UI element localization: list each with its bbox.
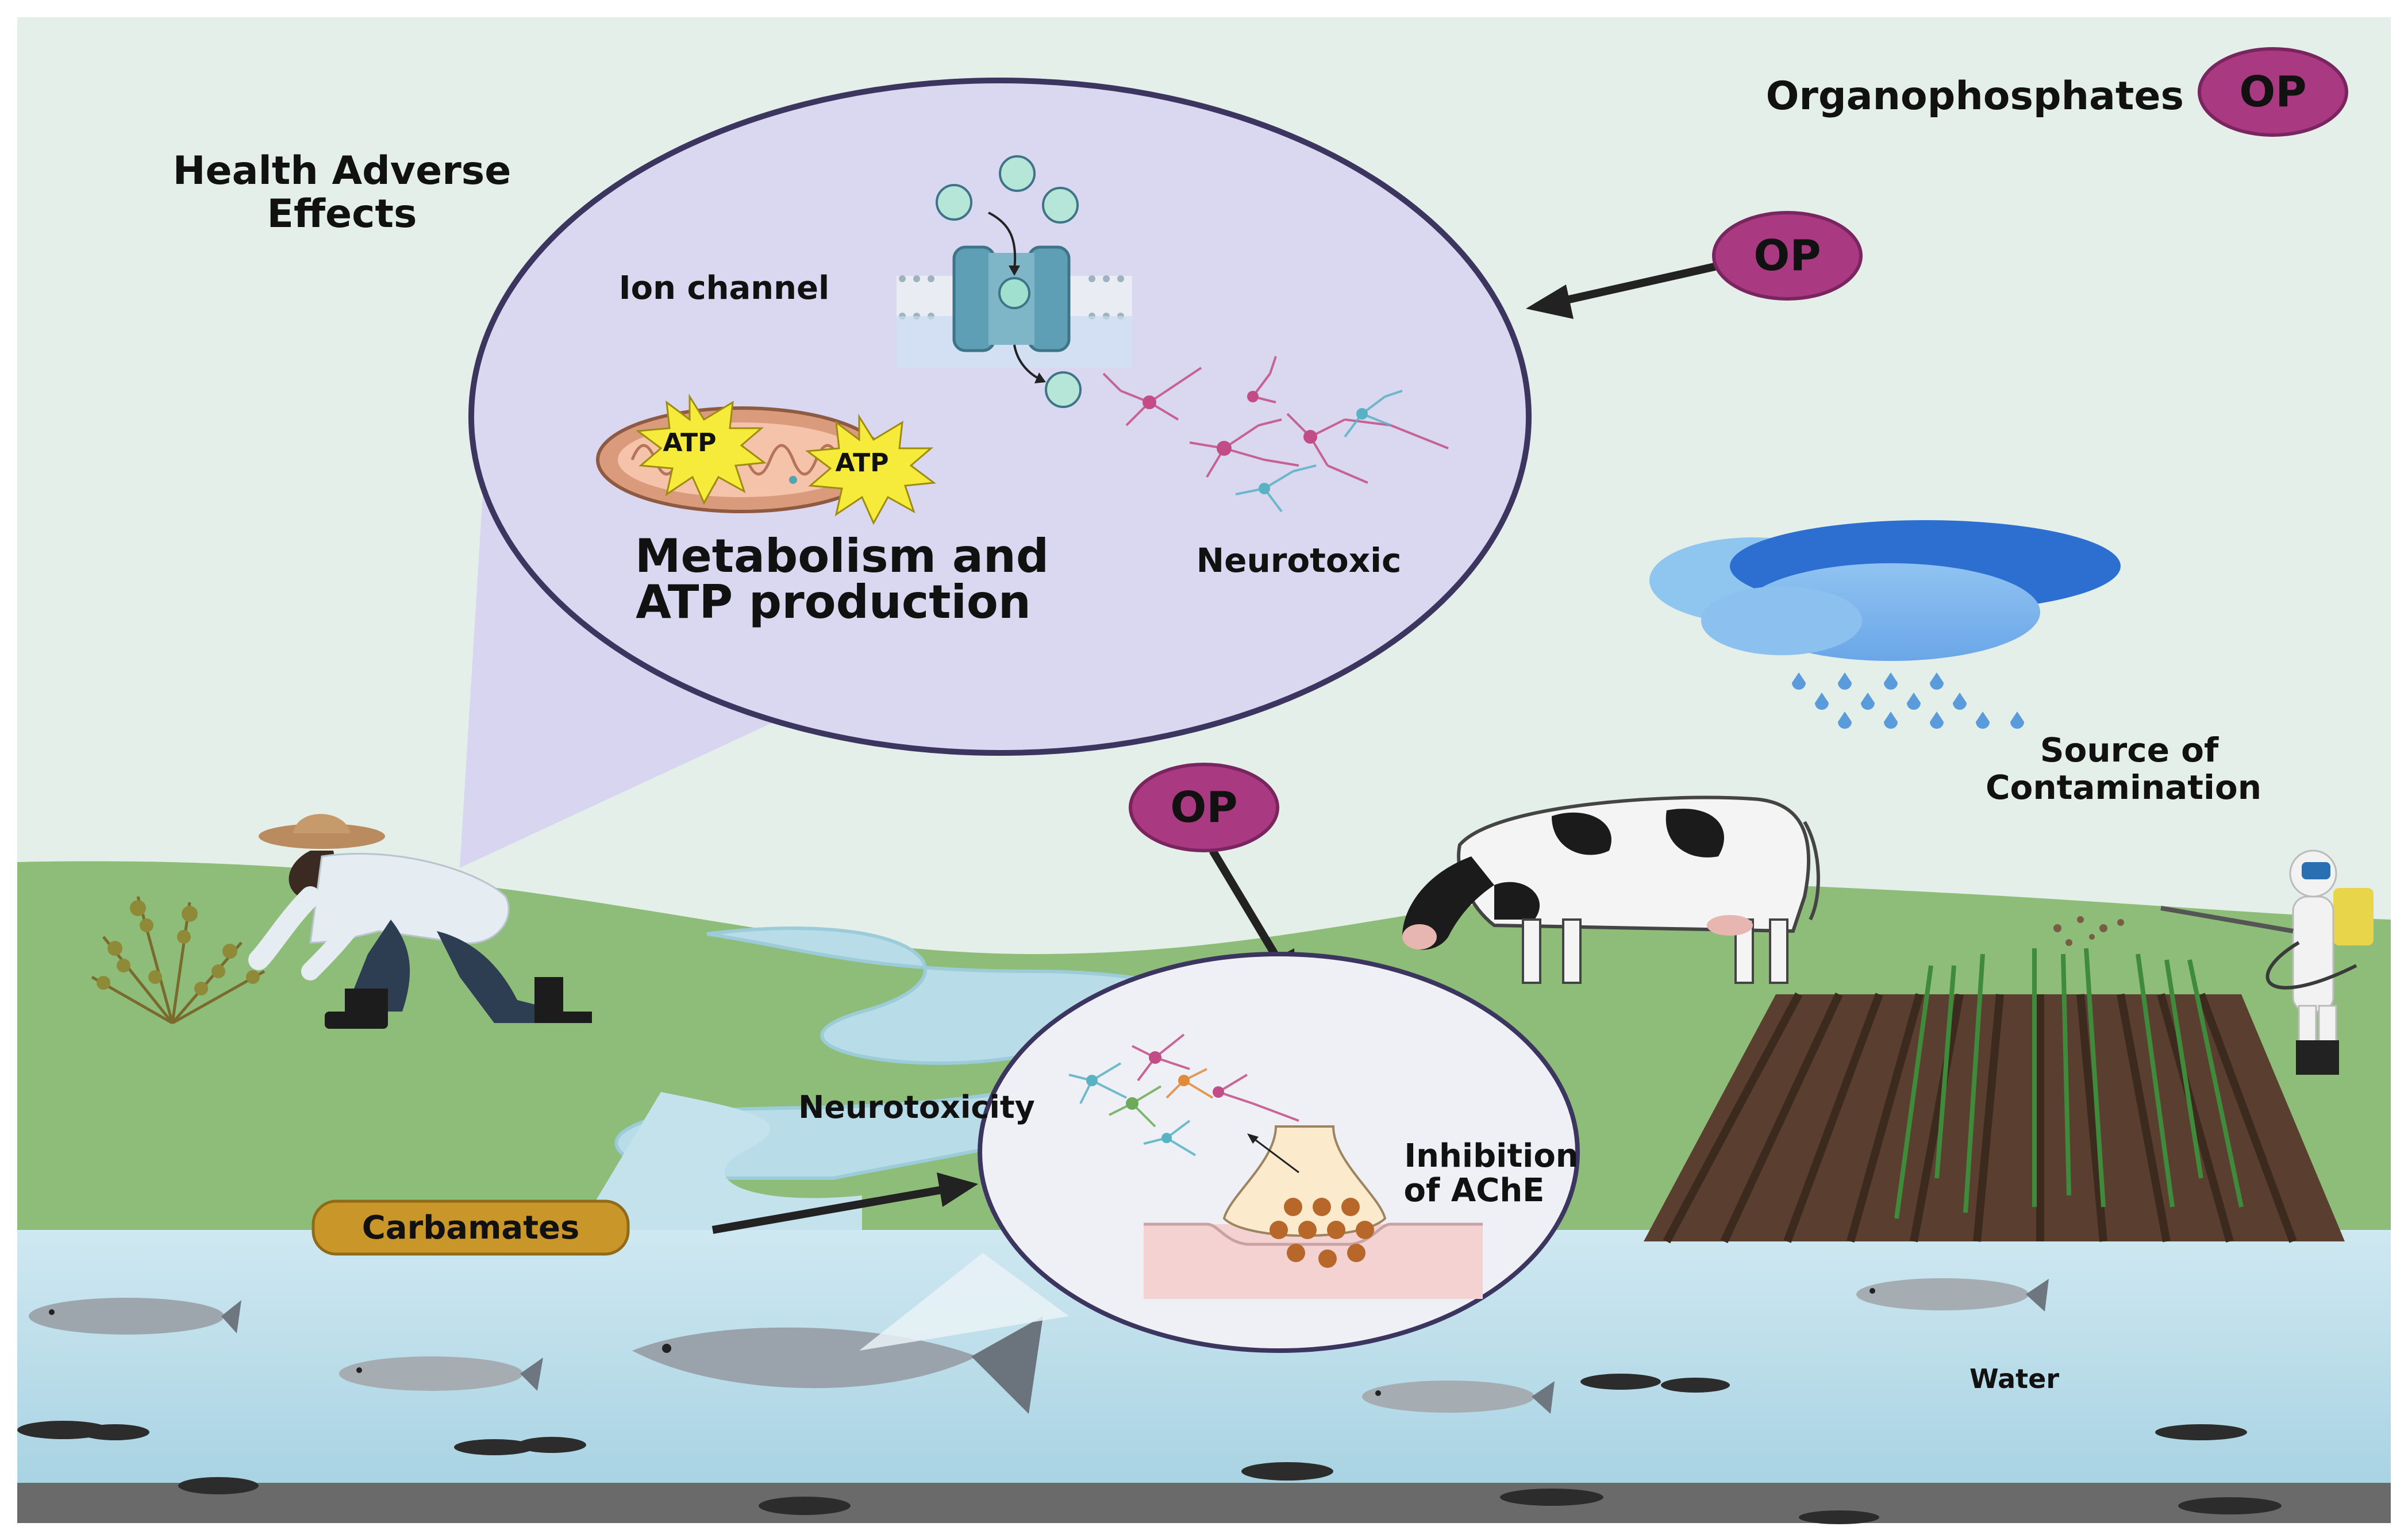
op-to-health-arrow [1526, 259, 1731, 319]
op-legend-badge: OP [2198, 47, 2348, 137]
source-line2: Contamination [1986, 768, 2261, 807]
cow-icon [1402, 795, 1820, 984]
metabolism-line1: Metabolism and [635, 529, 1049, 583]
inhibition-line1: Inhibition [1404, 1137, 1578, 1175]
neurotoxic-label: Neurotoxic [1197, 541, 1402, 580]
op-badge-neuro-text: OP [1170, 783, 1237, 832]
metabolism-line2: ATP production [636, 575, 1031, 629]
op-badge-neuro: OP [1129, 763, 1279, 852]
stones [17, 1374, 2282, 1524]
carbamates-badge: Carbamates [311, 1199, 630, 1256]
source-line1: Source of [2040, 730, 2219, 770]
fish-icon [339, 1356, 543, 1391]
water-label: Water [1970, 1363, 2059, 1394]
atp-label-2: ATP [836, 448, 889, 478]
op-legend-text: OP [2239, 67, 2306, 117]
atp-burst-icon [635, 393, 767, 505]
farmer-icon [248, 814, 592, 1029]
river-bed [17, 1483, 2391, 1523]
mitochondria-icon [596, 393, 936, 525]
lens-cone [460, 494, 782, 868]
neuron-icon [1102, 356, 1449, 513]
crop-field-icon [1644, 916, 2345, 1244]
rain-cloud-icon [1649, 520, 2121, 729]
op-badge-health: OP [1712, 211, 1863, 301]
inhibition-line2: of AChE [1404, 1172, 1545, 1209]
atp-burst-icon [805, 413, 936, 525]
organophosphates-legend: Organophosphates [1766, 74, 2184, 119]
ion-channel-label: Ion channel [619, 270, 829, 307]
neuron-icon [1068, 1033, 1299, 1156]
fish-icon [1362, 1381, 1555, 1414]
op-badge-health-text: OP [1753, 231, 1821, 280]
small-lens-cone [859, 1253, 1069, 1351]
atp-label-1: ATP [663, 428, 717, 457]
health-effects-circle-outline [468, 78, 1532, 756]
carbamates-text: Carbamates [362, 1209, 580, 1247]
sprayer-person-icon [2160, 849, 2374, 1075]
carbamates-arrow [711, 1172, 978, 1234]
neurotoxicity-label: Neurotoxicity [798, 1089, 1035, 1125]
health-title-line1: Health Adverse [173, 148, 511, 194]
health-title-line2: Effects [267, 191, 417, 237]
synapse-icon [1144, 1125, 1483, 1299]
river-lower-bank [575, 1092, 862, 1236]
plant-icon [91, 896, 266, 1025]
fish-icon [1856, 1278, 2049, 1312]
ion-channel-icon [897, 155, 1132, 408]
fish-icon [29, 1298, 241, 1335]
